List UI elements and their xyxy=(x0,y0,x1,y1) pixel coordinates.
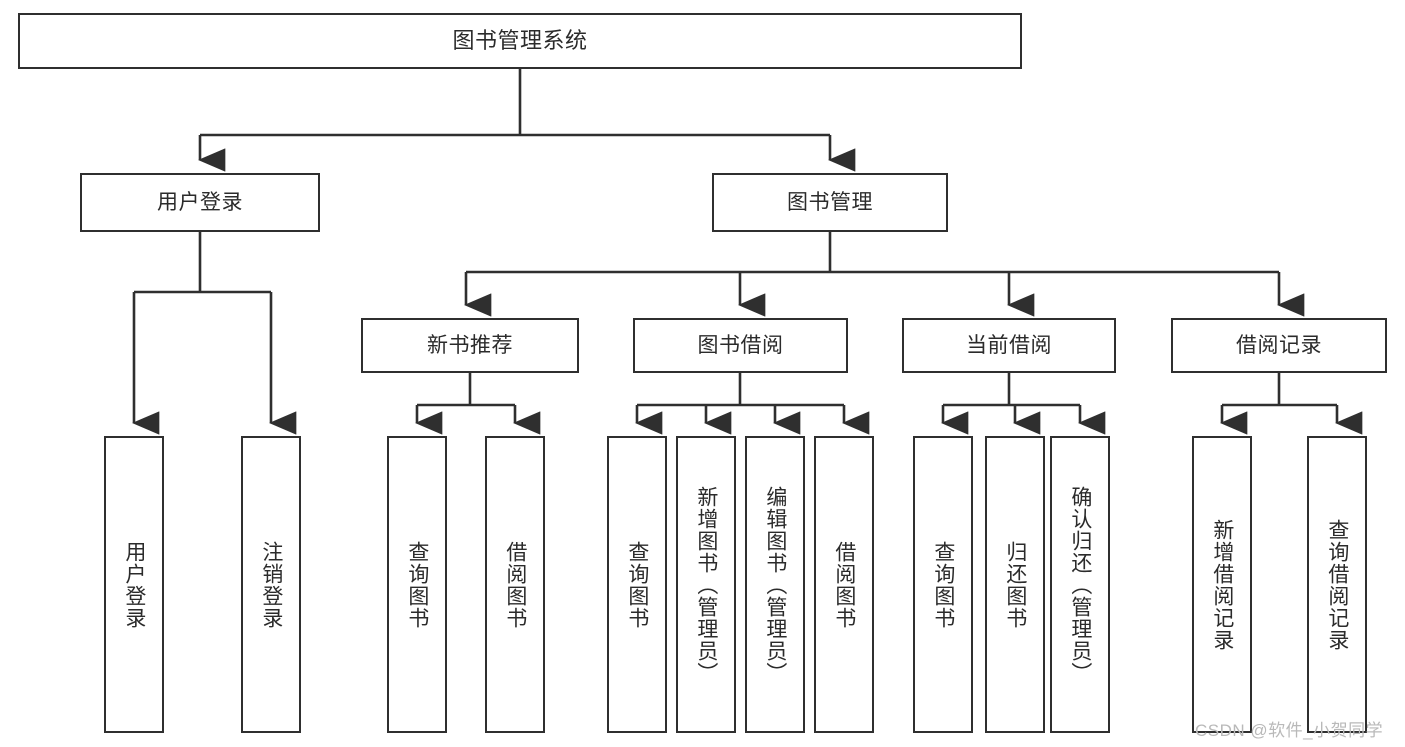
node-root[interactable]: 图书管理系统 xyxy=(18,13,1022,69)
node-leaf-query-borrow-record[interactable]: 查询借阅记录 xyxy=(1307,436,1367,733)
node-leaf-logout[interactable]: 注销登录 xyxy=(241,436,301,733)
node-leaf-edit-book-admin-label: 编辑图书（管理员） xyxy=(763,485,787,684)
node-leaf-borrow-books-label: 借阅图书 xyxy=(832,540,856,629)
node-new-book-recommend-label: 新书推荐 xyxy=(427,333,513,357)
csdn-watermark: CSDN @软件_小贺同学 xyxy=(1195,721,1384,740)
node-leaf-edit-book-admin[interactable]: 编辑图书（管理员） xyxy=(745,436,805,733)
node-borrow-record-label: 借阅记录 xyxy=(1236,333,1322,357)
node-leaf-query-books-recommend[interactable]: 查询图书 xyxy=(387,436,447,733)
node-current-borrow-label: 当前借阅 xyxy=(966,333,1052,357)
node-leaf-borrow-books-recommend-label: 借阅图书 xyxy=(503,540,527,629)
node-leaf-query-books-current[interactable]: 查询图书 xyxy=(913,436,973,733)
node-book-management-label: 图书管理 xyxy=(787,190,873,214)
node-leaf-query-borrow-record-label: 查询借阅记录 xyxy=(1325,518,1349,651)
node-leaf-query-books-borrow[interactable]: 查询图书 xyxy=(607,436,667,733)
node-leaf-confirm-return-admin-label: 确认归还（管理员） xyxy=(1068,485,1092,684)
node-leaf-query-books-current-label: 查询图书 xyxy=(931,540,955,629)
node-leaf-borrow-books[interactable]: 借阅图书 xyxy=(814,436,874,733)
node-book-management[interactable]: 图书管理 xyxy=(712,173,948,232)
node-book-borrow-label: 图书借阅 xyxy=(697,333,784,357)
node-leaf-borrow-books-recommend[interactable]: 借阅图书 xyxy=(485,436,545,733)
node-leaf-add-book-admin[interactable]: 新增图书（管理员） xyxy=(676,436,736,733)
node-leaf-add-borrow-record-label: 新增借阅记录 xyxy=(1210,518,1234,651)
node-current-borrow[interactable]: 当前借阅 xyxy=(902,318,1116,373)
node-leaf-user-login[interactable]: 用户登录 xyxy=(104,436,164,733)
node-leaf-logout-label: 注销登录 xyxy=(259,540,283,629)
node-leaf-query-books-borrow-label: 查询图书 xyxy=(625,540,649,629)
node-root-label: 图书管理系统 xyxy=(452,27,588,53)
node-borrow-record[interactable]: 借阅记录 xyxy=(1171,318,1387,373)
node-user-login-label: 用户登录 xyxy=(157,190,243,214)
node-book-borrow[interactable]: 图书借阅 xyxy=(633,318,848,373)
node-leaf-add-book-admin-label: 新增图书（管理员） xyxy=(694,485,718,684)
node-leaf-confirm-return-admin[interactable]: 确认归还（管理员） xyxy=(1050,436,1110,733)
node-leaf-return-books-label: 归还图书 xyxy=(1003,540,1027,629)
node-leaf-return-books[interactable]: 归还图书 xyxy=(985,436,1045,733)
node-leaf-query-books-recommend-label: 查询图书 xyxy=(405,540,429,629)
node-new-book-recommend[interactable]: 新书推荐 xyxy=(361,318,579,373)
node-leaf-user-login-label: 用户登录 xyxy=(122,540,146,629)
node-user-login[interactable]: 用户登录 xyxy=(80,173,320,232)
node-leaf-add-borrow-record[interactable]: 新增借阅记录 xyxy=(1192,436,1252,733)
